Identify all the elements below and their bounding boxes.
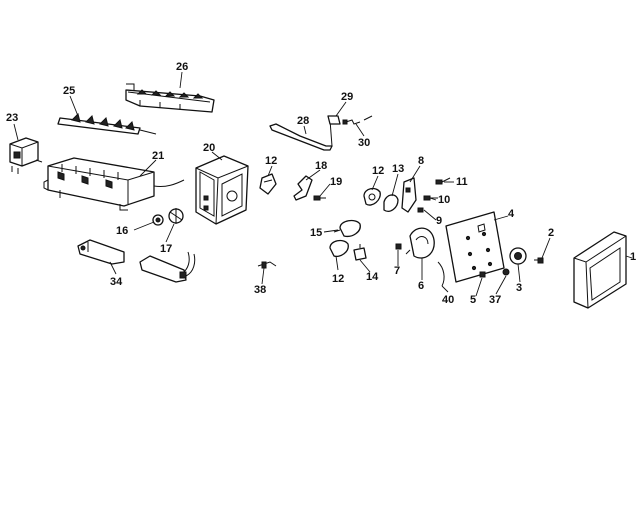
part-25-ejector xyxy=(57,113,157,135)
label-25: 25 xyxy=(63,85,75,97)
label-34: 34 xyxy=(110,276,123,288)
part-labels: 26 25 23 21 20 12 28 29 30 18 19 12 13 8… xyxy=(6,61,636,306)
part-12c-clip xyxy=(329,239,349,258)
label-5: 5 xyxy=(470,294,476,306)
part-3-gear xyxy=(509,247,527,265)
part-11-screw xyxy=(435,177,451,185)
part-21-mold xyxy=(43,157,185,211)
part-1-cover xyxy=(573,231,627,309)
label-23: 23 xyxy=(6,112,18,124)
label-20: 20 xyxy=(203,142,215,154)
label-16: 16 xyxy=(116,225,128,237)
part-20-housing xyxy=(195,155,249,225)
label-3: 3 xyxy=(516,282,522,294)
part-28-arm xyxy=(269,115,341,151)
label-37: 37 xyxy=(489,294,501,306)
label-6: 6 xyxy=(418,280,424,292)
label-12b: 12 xyxy=(372,165,384,177)
part-19-screw xyxy=(313,195,326,201)
part-7-screw xyxy=(395,243,402,250)
label-17: 17 xyxy=(160,243,172,255)
label-40: 40 xyxy=(442,294,454,306)
label-12c: 12 xyxy=(332,273,344,285)
label-12a: 12 xyxy=(265,155,277,167)
part-9-screw xyxy=(417,207,424,213)
part-40-wire xyxy=(437,261,445,287)
label-13: 13 xyxy=(392,163,404,175)
label-28: 28 xyxy=(297,115,309,127)
label-8: 8 xyxy=(418,155,424,167)
label-19: 19 xyxy=(330,176,342,188)
part-23-thermostat xyxy=(9,137,43,174)
part-5-screw xyxy=(479,271,486,278)
label-18: 18 xyxy=(315,160,327,172)
leader-lines xyxy=(13,71,633,297)
label-15: 15 xyxy=(310,227,322,239)
part-4-plate xyxy=(445,211,505,283)
part-34-fill-tube xyxy=(77,239,125,265)
part-30-spring xyxy=(342,115,373,125)
heater-harness xyxy=(139,251,196,283)
label-7: 7 xyxy=(394,265,400,277)
part-2-screw xyxy=(534,257,544,264)
label-26: 26 xyxy=(176,61,188,73)
label-10: 10 xyxy=(438,194,450,206)
part-12a-clip xyxy=(259,173,277,195)
part-12b-clip xyxy=(363,187,381,206)
label-11: 11 xyxy=(456,176,468,188)
label-9: 9 xyxy=(436,215,442,227)
part-8-bracket xyxy=(401,177,417,213)
part-15-valve xyxy=(333,219,361,238)
part-13-clip xyxy=(383,194,399,212)
label-29: 29 xyxy=(341,91,353,103)
part-18-lever xyxy=(293,175,313,201)
part-6-motor xyxy=(405,227,435,259)
label-4: 4 xyxy=(508,208,515,220)
label-2: 2 xyxy=(548,227,554,239)
label-14: 14 xyxy=(366,271,379,283)
part-17-gear xyxy=(168,208,184,224)
part-38-clip xyxy=(257,261,277,269)
part-37-washer xyxy=(502,268,510,276)
part-26-stripper xyxy=(125,83,215,113)
part-14-connector xyxy=(353,244,367,261)
label-21: 21 xyxy=(152,150,164,162)
label-1: 1 xyxy=(630,251,636,263)
part-16-fitting xyxy=(152,214,164,226)
label-38: 38 xyxy=(254,284,266,296)
label-30: 30 xyxy=(358,137,370,149)
